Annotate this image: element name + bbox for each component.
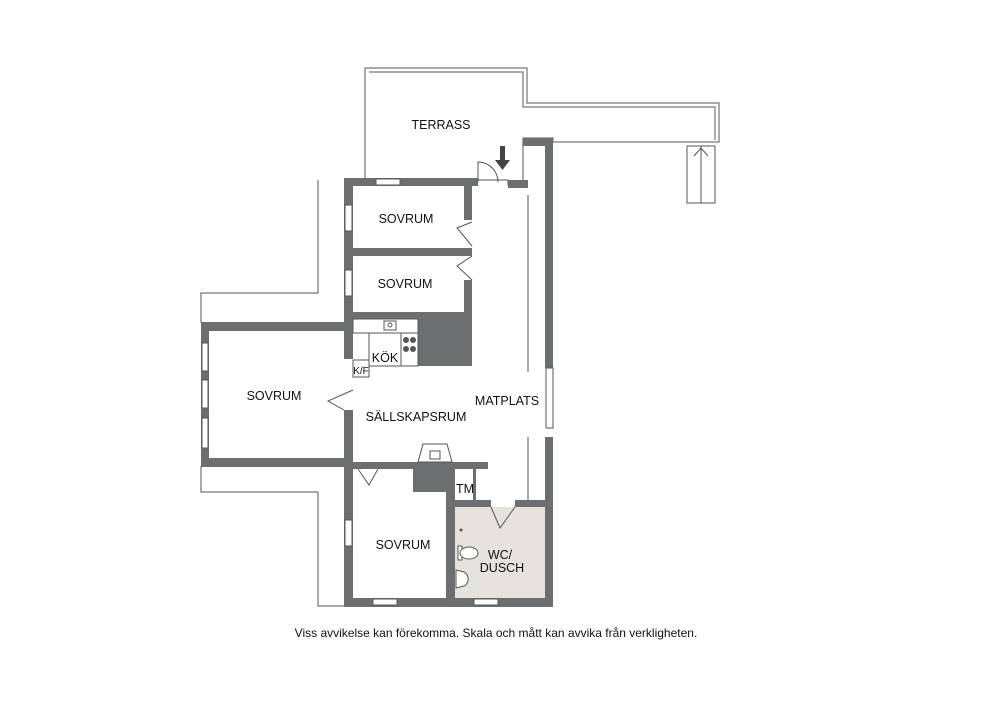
room-label-terrass: TERRASS bbox=[411, 118, 470, 132]
room-label-tm: TM bbox=[456, 482, 474, 496]
disclaimer-text: Viss avvikelse kan förekomma. Skala och … bbox=[294, 626, 698, 640]
room-label-sallskapsrum: SÄLLSKAPSRUM bbox=[366, 410, 467, 424]
doors bbox=[326, 161, 529, 530]
wc-fixtures bbox=[455, 528, 479, 589]
windows bbox=[201, 178, 554, 606]
room-label-wc-line1: WC/ bbox=[488, 548, 513, 562]
room-label-sovrum-3: SOVRUM bbox=[247, 389, 302, 403]
room-label-kf: K/F bbox=[353, 366, 369, 377]
room-label-kok: KÖK bbox=[372, 351, 399, 365]
room-label-sovrum-1: SOVRUM bbox=[379, 212, 434, 226]
room-label-matplats: MATPLATS bbox=[475, 394, 539, 408]
kitchen-fixtures bbox=[352, 318, 419, 378]
fireplace-icon bbox=[417, 443, 453, 463]
room-label-sovrum-2: SOVRUM bbox=[378, 277, 433, 291]
room-label-sovrum-4: SOVRUM bbox=[376, 538, 431, 552]
sink-icon bbox=[455, 569, 469, 589]
staircase bbox=[686, 145, 716, 204]
entrance-arrow-icon bbox=[495, 146, 510, 170]
room-label-wc-line2: DUSCH bbox=[480, 561, 524, 575]
